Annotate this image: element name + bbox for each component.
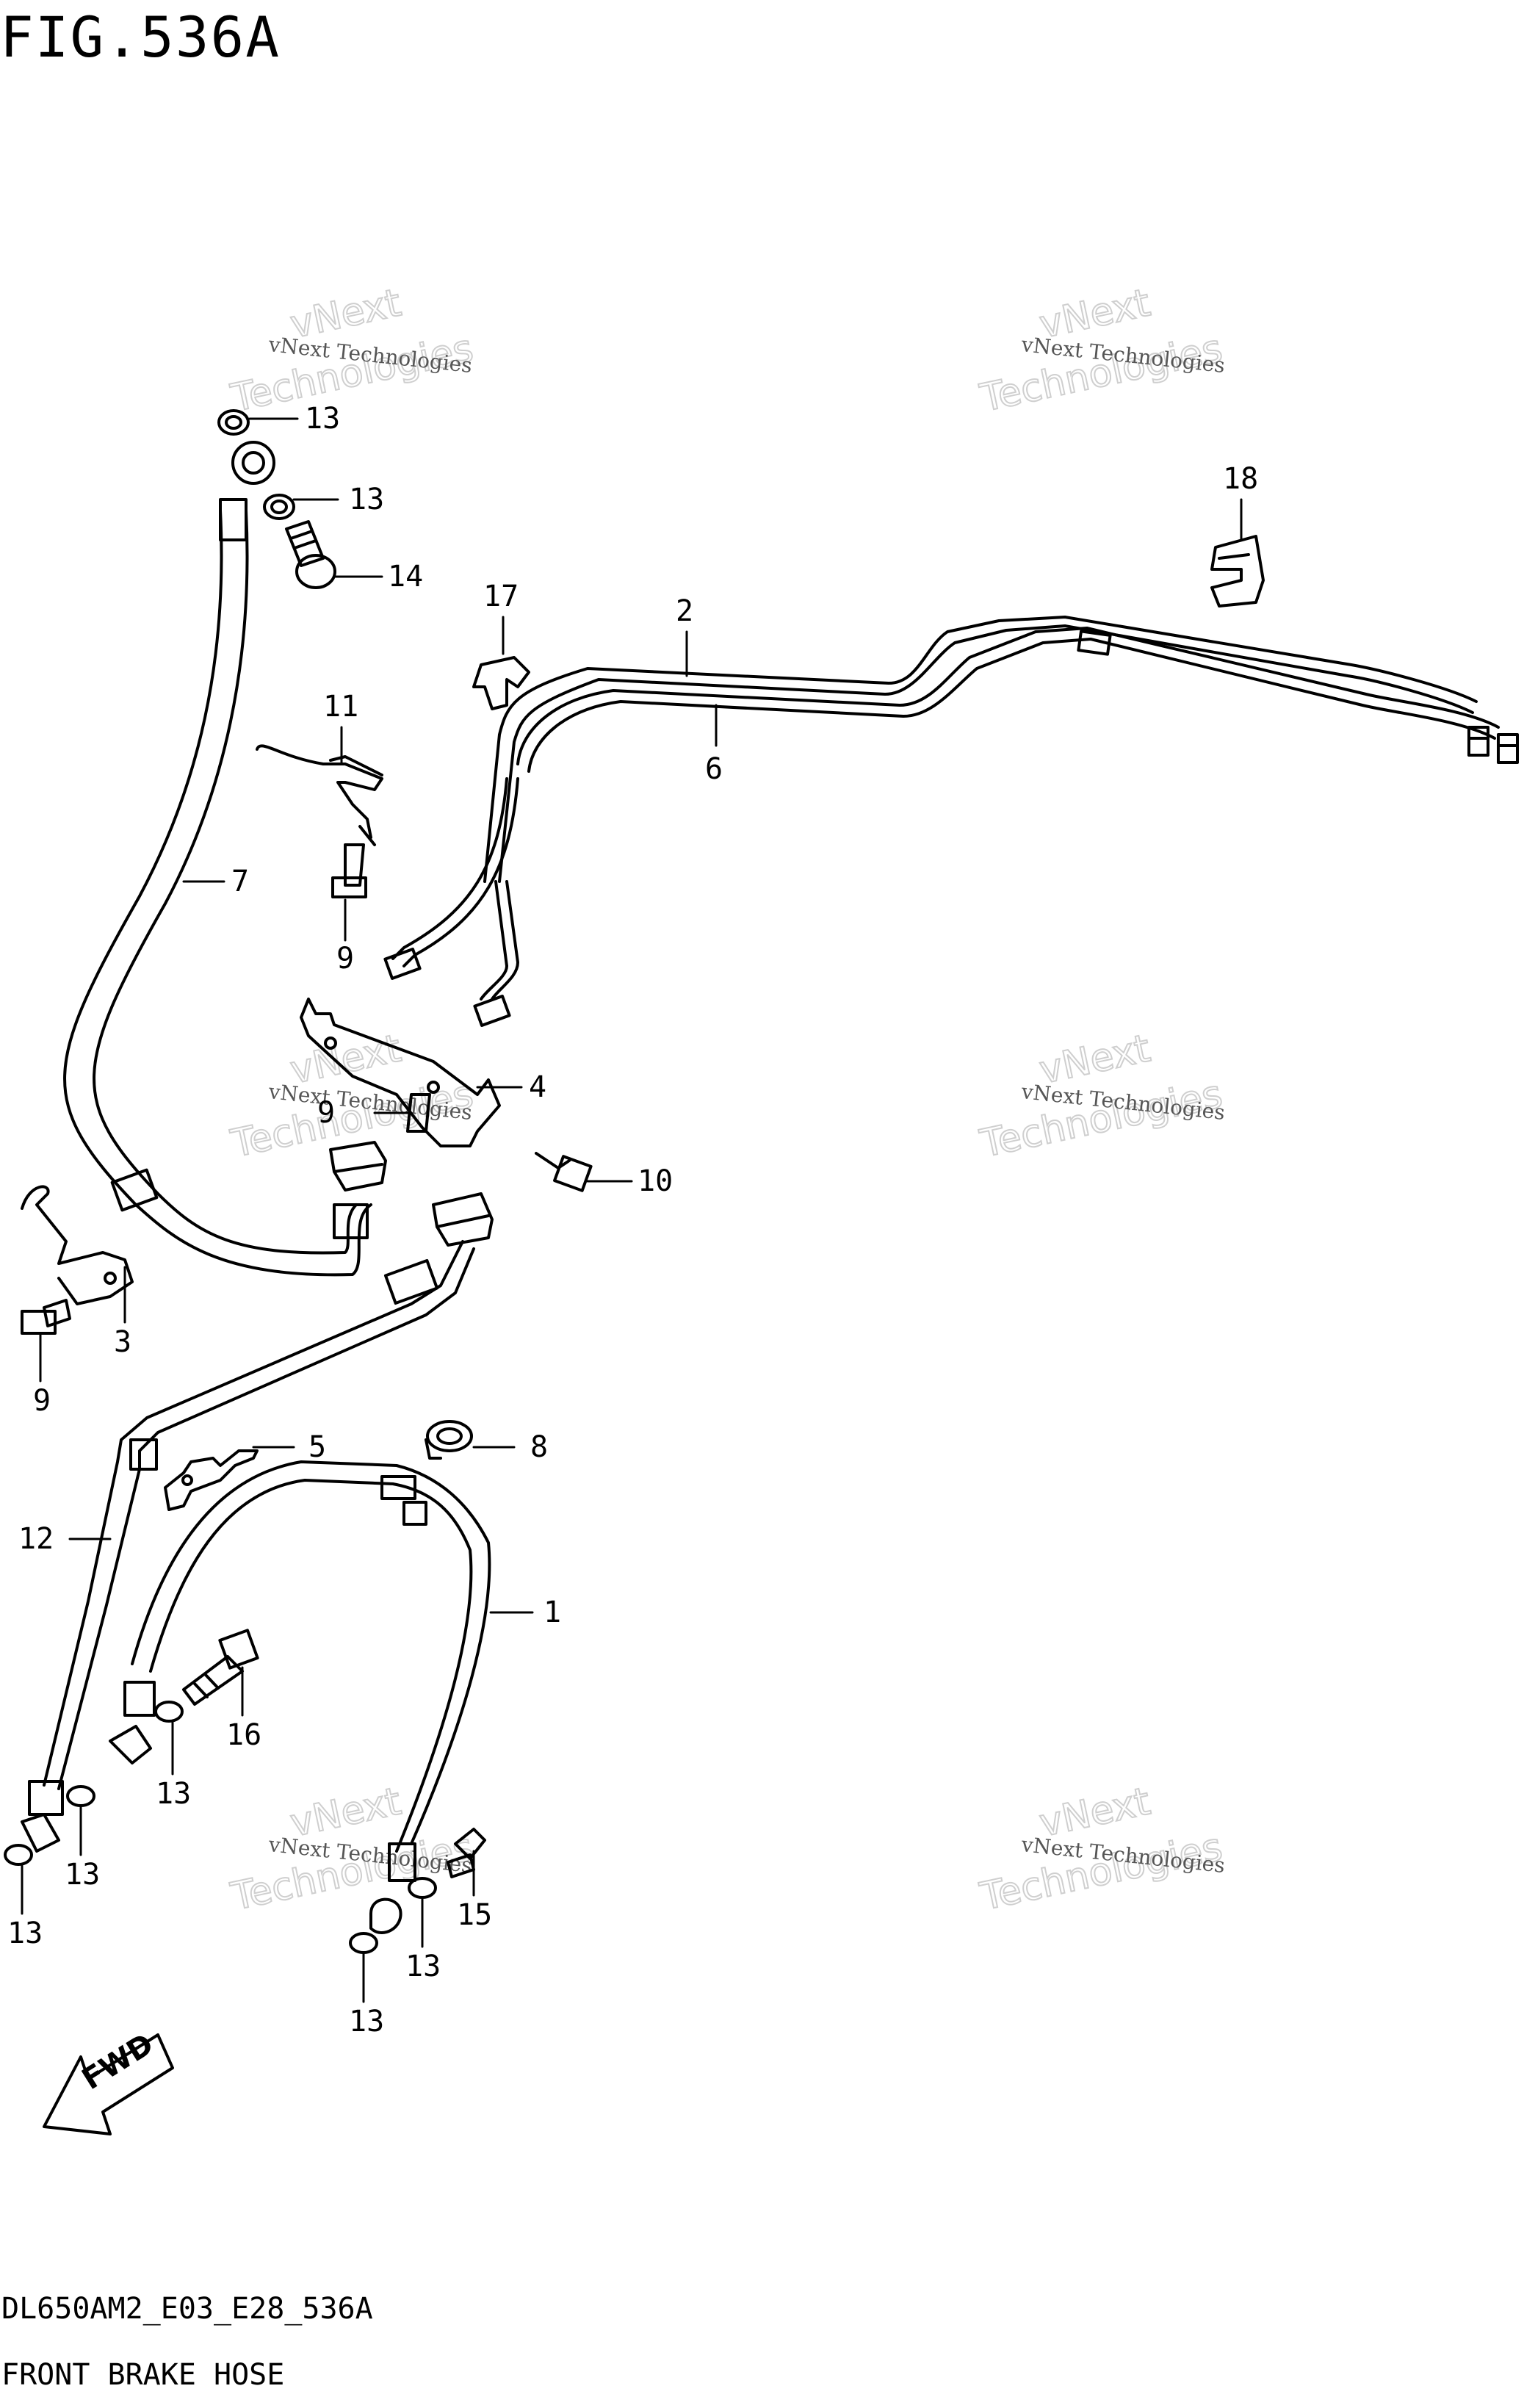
callout-7: 7 — [231, 865, 249, 898]
clamp-18 — [1210, 535, 1265, 608]
hose-grommet — [110, 1168, 159, 1212]
bolt-16 — [182, 1629, 259, 1706]
joint-block-upper — [329, 1141, 387, 1192]
callout-10: 10 — [638, 1164, 673, 1198]
forward-arrow-icon — [43, 2033, 174, 2135]
callout-13: 13 — [405, 1950, 441, 1983]
banjo-fitting-top — [231, 441, 275, 485]
hose-end-collar-1 — [123, 1681, 156, 1717]
washer-13-g — [349, 1932, 378, 1954]
hose-end-fitting-1 — [109, 1725, 152, 1764]
watermark-low-right: vNext Technologies vNext Technologies — [975, 1778, 1227, 1919]
watermark-top-right: vNext Technologies vNext Technologies — [975, 280, 1227, 421]
callout-13: 13 — [156, 1777, 191, 1811]
hose-lower-fitting — [21, 1813, 60, 1853]
callout-9: 9 — [336, 942, 354, 976]
washer-13-d — [154, 1701, 184, 1723]
hose-fitting — [333, 1203, 369, 1239]
bracket-4 — [300, 998, 501, 1147]
bracket-5 — [164, 1449, 259, 1511]
pipe-end-fitting-left — [383, 948, 511, 1027]
callout-2: 2 — [676, 594, 693, 628]
callout-6: 6 — [705, 752, 723, 786]
hose-grommet-1a — [380, 1475, 416, 1500]
bolt-9-lower — [21, 1299, 71, 1335]
bolt-10 — [535, 1152, 593, 1192]
callout-3: 3 — [114, 1325, 131, 1359]
hose-lower-collar — [28, 1780, 64, 1816]
callout-13: 13 — [7, 1917, 43, 1950]
callout-9: 9 — [33, 1384, 51, 1418]
bolt-9-upper — [331, 843, 367, 898]
watermark-low-left: vNext Technologies vNext Technologies — [226, 1778, 477, 1919]
callout-12: 12 — [18, 1522, 54, 1556]
callout-labels: 13 13 14 17 2 18 11 6 7 9 4 9 10 3 9 5 8… — [7, 402, 1258, 2038]
clamp-8 — [425, 1420, 473, 1460]
leader-lines — [21, 417, 1243, 2003]
callout-1: 1 — [543, 1596, 561, 1629]
washer-13-f — [408, 1877, 437, 1899]
washer-13-c — [66, 1785, 95, 1807]
callout-11: 11 — [323, 690, 358, 724]
bolt-9-middle — [406, 1093, 431, 1133]
bracket-3 — [21, 1185, 134, 1305]
washer-13-top — [217, 409, 250, 436]
washer-13-e — [4, 1844, 33, 1866]
callout-8: 8 — [530, 1430, 548, 1464]
callout-9: 9 — [317, 1096, 335, 1130]
callout-13: 13 — [65, 1858, 100, 1892]
brake-pipe-6 — [391, 627, 1500, 1001]
brake-hose-1 — [109, 1460, 491, 1934]
washer-13-second — [263, 494, 295, 520]
union-bolt-14 — [285, 520, 336, 589]
figure-name: FRONT BRAKE HOSE — [1, 2358, 285, 2392]
brake-hose-7 — [63, 498, 372, 1277]
brake-pipe-2 — [483, 616, 1478, 883]
joint-block-lower — [432, 1192, 494, 1247]
pipe-joint — [1077, 630, 1112, 656]
hose-lower-collar-1 — [388, 1842, 416, 1882]
hose-collar — [129, 1438, 158, 1471]
callout-13: 13 — [305, 402, 340, 436]
callout-13: 13 — [349, 2005, 384, 2038]
watermark-mid-right: vNext Technologies vNext Technologies — [975, 1025, 1227, 1167]
figure-title: FIG.536A — [0, 4, 281, 70]
callout-14: 14 — [388, 560, 423, 594]
watermark-top-left: vNext Technologies vNext Technologies — [226, 280, 477, 421]
callout-18: 18 — [1223, 462, 1258, 496]
pipe-end-fitting-right — [1467, 726, 1519, 764]
hose-end-collar — [219, 498, 248, 541]
callout-4: 4 — [529, 1070, 546, 1104]
brake-hose-12 — [21, 1240, 475, 1853]
hose-grommet-1b — [402, 1501, 427, 1526]
callout-16: 16 — [226, 1718, 261, 1752]
callout-17: 17 — [483, 580, 519, 613]
bracket-11 — [256, 744, 383, 846]
callout-13: 13 — [349, 483, 384, 516]
hose-banjo-1 — [369, 1897, 402, 1934]
callout-15: 15 — [457, 1898, 492, 1932]
callout-5: 5 — [308, 1430, 326, 1464]
clamp-17 — [472, 656, 530, 710]
drawing-code: DL650AM2_E03_E28_536A — [1, 2292, 373, 2326]
